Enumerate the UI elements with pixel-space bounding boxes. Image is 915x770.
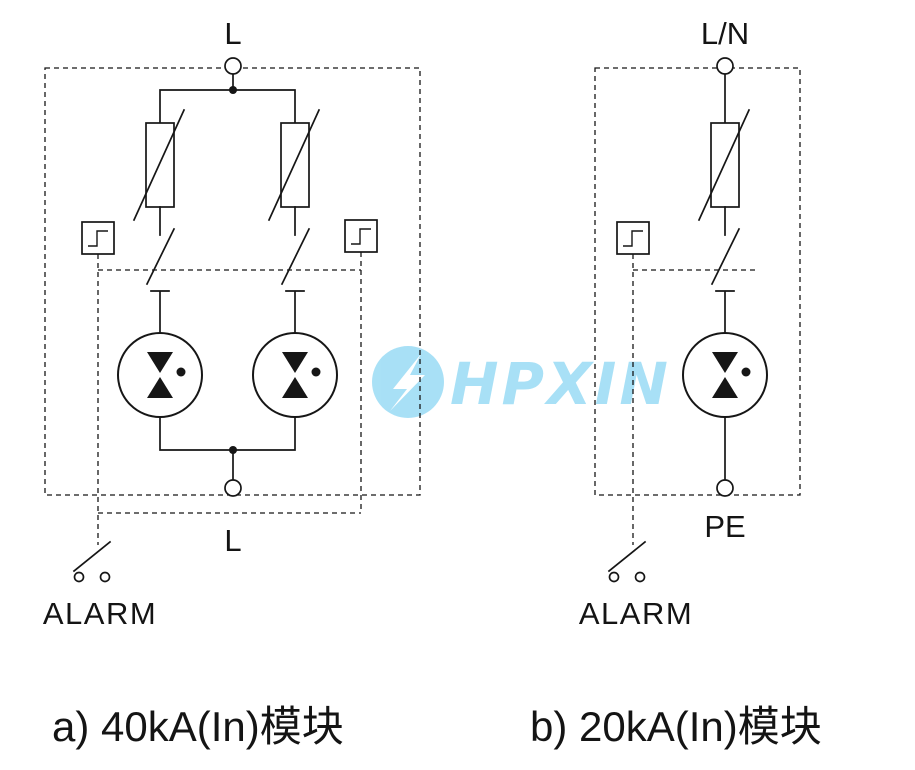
varistor-body [280, 122, 310, 208]
varistor-body [710, 122, 740, 208]
varistor-icon [267, 108, 321, 222]
gdt-triangle-up [147, 377, 173, 398]
alarm-contact [608, 571, 620, 583]
terminal-icon [224, 57, 242, 75]
gdt-triangle-up [282, 377, 308, 398]
varistor-body [145, 122, 175, 208]
gdt-triangle-down [147, 352, 173, 373]
varistor-stroke [697, 108, 751, 222]
varistor-icon [132, 108, 186, 222]
watermark: HPXIN [372, 346, 671, 418]
thermal-disconnect-icon [145, 206, 176, 334]
junction-dot [229, 86, 237, 94]
module-b-top-terminal-label: L/N [701, 16, 749, 51]
signal-contact-box [616, 221, 650, 255]
module-a-caption: a) 40kA(In)模块 [52, 703, 344, 750]
module-a-diagram: L L ALARM a) 40kA(In)模块 [43, 16, 421, 750]
module-b-diagram: L/N PE ALARM b) 20kA(In)模块 [530, 16, 822, 750]
module-b-bottom-terminal-label: PE [704, 509, 745, 544]
alarm-switch-icon [607, 540, 647, 583]
junction-dot [229, 446, 237, 454]
module-a-enclosure [44, 67, 421, 496]
signal-contact-box [81, 221, 115, 255]
gdt-dot [311, 367, 321, 377]
pulse-glyph-icon [88, 230, 108, 247]
module-b-caption: b) 20kA(In)模块 [530, 703, 822, 750]
gdt-circle [252, 332, 338, 418]
alarm-switch-icon [72, 540, 112, 583]
watermark-bolt-icon [390, 354, 425, 411]
gas-discharge-tube-icon [682, 332, 768, 418]
varistor-stroke [267, 108, 321, 222]
varistor-stroke [132, 108, 186, 222]
pulse-glyph-icon [623, 230, 643, 247]
module-a-bottom-terminal-label: L [224, 523, 241, 558]
module-b-alarm-label: ALARM [579, 596, 693, 631]
watermark-logo-icon [372, 346, 444, 418]
pulse-glyph-icon [351, 228, 371, 245]
module-a-alarm-label: ALARM [43, 596, 157, 631]
thermal-disconnect-icon [710, 206, 741, 334]
gdt-circle [682, 332, 768, 418]
gdt-dot [741, 367, 751, 377]
signal-contact-icon [81, 221, 115, 255]
gdt-triangle-up [712, 377, 738, 398]
gdt-triangle-down [282, 352, 308, 373]
terminal-icon [716, 57, 734, 75]
alarm-blade [607, 540, 647, 573]
gas-discharge-tube-icon [252, 332, 338, 418]
terminal-icon [224, 479, 242, 497]
alarm-contact [99, 571, 111, 583]
signal-contact-icon [616, 221, 650, 255]
watermark-text: HPXIN [450, 350, 671, 418]
alarm-blade [72, 540, 112, 573]
gdt-circle [117, 332, 203, 418]
varistor-icon [697, 108, 751, 222]
wire-bottom [159, 416, 296, 481]
signal-contact-box [344, 219, 378, 253]
gdt-dot [176, 367, 186, 377]
thermal-disconnect-icon [280, 206, 311, 334]
gdt-triangle-down [712, 352, 738, 373]
alarm-contact [73, 571, 85, 583]
module-a-top-terminal-label: L [224, 16, 241, 51]
signal-contact-icon [344, 219, 378, 253]
alarm-contact [634, 571, 646, 583]
module-b-enclosure [594, 67, 801, 496]
terminal-icon [716, 479, 734, 497]
gas-discharge-tube-icon [117, 332, 203, 418]
wire-top [159, 73, 296, 124]
